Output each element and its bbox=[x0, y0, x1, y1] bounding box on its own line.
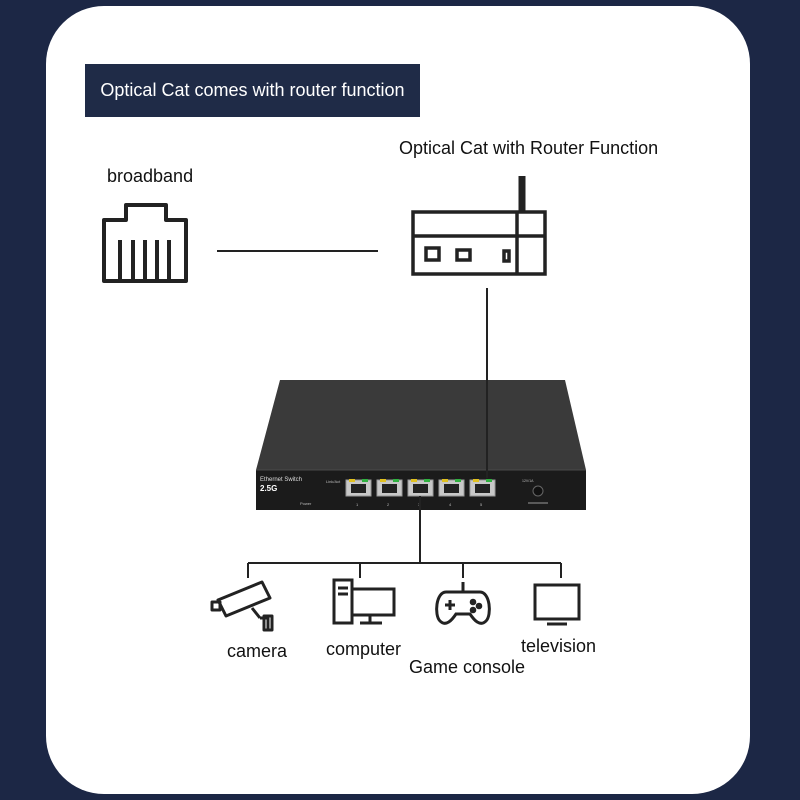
switch-port bbox=[407, 479, 434, 497]
router-icon bbox=[411, 176, 547, 276]
camera-label: camera bbox=[227, 641, 288, 661]
switch-power-label: Power bbox=[300, 501, 312, 506]
computer-label: computer bbox=[326, 639, 402, 659]
port-number: 5 bbox=[480, 502, 483, 507]
computer-icon bbox=[332, 578, 396, 625]
switch-port bbox=[438, 479, 465, 497]
game-console-label: Game console bbox=[409, 657, 526, 677]
switch-port bbox=[345, 479, 372, 497]
camera-icon bbox=[210, 580, 274, 632]
switch-port bbox=[469, 479, 496, 497]
switch-port bbox=[376, 479, 403, 497]
switch-link-label: Link/Act bbox=[326, 479, 341, 484]
television-label: television bbox=[521, 636, 597, 656]
television-icon bbox=[533, 583, 581, 626]
port-number: 4 bbox=[449, 502, 452, 507]
switch-brand: Ethernet Switch bbox=[260, 477, 302, 483]
ethernet-switch: Ethernet Switch 2.5G Link/Act Power 12V/… bbox=[256, 380, 586, 510]
router-label: Optical Cat with Router Function bbox=[399, 138, 659, 158]
broadband-label: broadband bbox=[107, 166, 194, 186]
switch-dc-label: 12V/1A bbox=[522, 479, 534, 483]
banner-title: Optical Cat comes with router function bbox=[85, 64, 420, 117]
gamepad-icon bbox=[435, 582, 491, 625]
port-number: 2 bbox=[387, 502, 390, 507]
port-number: 1 bbox=[356, 502, 359, 507]
ethernet-jack-icon bbox=[102, 203, 188, 283]
dc-jack bbox=[532, 485, 544, 497]
switch-speed: 2.5G bbox=[260, 484, 277, 493]
